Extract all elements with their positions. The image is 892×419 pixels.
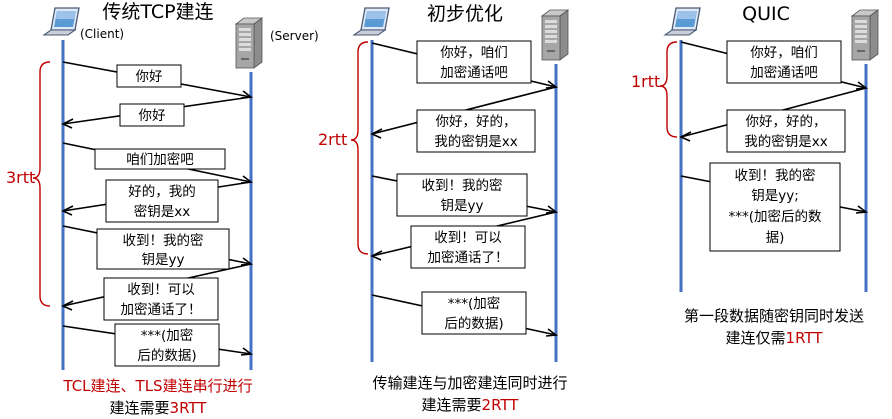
- server-tower-icon: [541, 9, 569, 61]
- panel-traditional-tcp: 传统TCP建连 (Client) (Server) 3rtt 你好 你好: [6, 1, 319, 417]
- laptop-icon: [43, 7, 80, 36]
- panel-title: 初步优化: [427, 3, 503, 25]
- laptop-icon: [353, 7, 390, 36]
- rtt-brace: [659, 41, 678, 138]
- rtt-brace: [32, 61, 51, 307]
- svg-text:加密通话了！: 加密通话了！: [121, 301, 202, 318]
- svg-text:***(加密: ***(加密: [448, 295, 501, 312]
- message-box: 你好: [119, 103, 185, 127]
- caption-line2: 建连需要3RTT: [110, 399, 208, 417]
- svg-text:你好: 你好: [136, 69, 163, 85]
- svg-text:你好，好的，: 你好，好的，: [746, 114, 827, 130]
- message-box: 你好，咱们 加密通话吧: [416, 40, 532, 84]
- svg-text:收到！我的密: 收到！我的密: [735, 167, 816, 184]
- panel-title: 传统TCP建连: [102, 1, 213, 23]
- message-box: 好的，我的 密钥是xx: [105, 179, 219, 223]
- svg-text:后的数据): 后的数据): [137, 348, 196, 364]
- message-box: 收到！我的密 钥是yy: [396, 173, 528, 217]
- caption-line1: 第一段数据随密钥同时发送: [684, 307, 864, 325]
- svg-text:钥是yy: 钥是yy: [142, 252, 185, 268]
- message-box: 你好，好的， 我的密钥是xx: [726, 109, 846, 153]
- message-box: 收到！我的密 钥是yy; ***(加密后的数 据): [709, 162, 841, 252]
- svg-text:收到！我的密: 收到！我的密: [422, 177, 503, 194]
- rtt-label: 2rtt: [318, 130, 347, 149]
- client-label: (Client): [80, 27, 124, 41]
- svg-text:收到！可以: 收到！可以: [434, 230, 502, 246]
- panel-title: QUIC: [742, 3, 790, 25]
- server-tower-icon: [851, 9, 879, 61]
- caption-line1: 传输建连与加密建连同时进行: [372, 374, 567, 392]
- svg-text:你好: 你好: [139, 108, 166, 124]
- svg-text:密钥是xx: 密钥是xx: [134, 203, 190, 220]
- svg-text:加密通话了！: 加密通话了！: [428, 249, 509, 266]
- svg-text:我的密钥是xx: 我的密钥是xx: [434, 133, 517, 150]
- svg-text:据): 据): [766, 230, 785, 246]
- svg-text:你好，好的，: 你好，好的，: [436, 114, 517, 130]
- panel-quic: QUIC 1rtt 你好，咱们 加密通话吧 你好，好的， 我的密钥是xx 收到！…: [631, 3, 879, 347]
- caption-line1: TCL建连、TLS建连串行进行: [62, 377, 252, 395]
- laptop-icon: [664, 7, 701, 36]
- message-box: 你好，咱们 加密通话吧: [726, 40, 842, 84]
- svg-text:我的密钥是xx: 我的密钥是xx: [744, 133, 827, 150]
- svg-text:你好，咱们: 你好，咱们: [750, 45, 818, 61]
- svg-text:***(加密: ***(加密: [141, 327, 194, 344]
- message-box: 收到！可以 加密通话了！: [410, 225, 526, 269]
- svg-text:咱们加密吧: 咱们加密吧: [126, 151, 194, 168]
- svg-text:钥是yy: 钥是yy: [441, 198, 484, 214]
- svg-text:后的数据): 后的数据): [444, 316, 503, 332]
- svg-text:加密通话吧: 加密通话吧: [440, 64, 508, 81]
- rtt-label: 3rtt: [6, 168, 35, 187]
- message-box: ***(加密 后的数据): [421, 291, 527, 335]
- caption-line2: 建连需要2RTT: [422, 396, 520, 414]
- svg-text:加密通话吧: 加密通话吧: [750, 64, 818, 81]
- caption-line2: 建连仅需1RTT: [726, 329, 824, 347]
- svg-text:你好，咱们: 你好，咱们: [440, 45, 508, 61]
- message-box: 收到！我的密 钥是yy: [96, 228, 230, 270]
- message-box: 你好: [116, 64, 182, 88]
- rtt-label: 1rtt: [631, 72, 660, 91]
- svg-text:***(加密后的数: ***(加密后的数: [728, 208, 822, 225]
- svg-text:好的，我的: 好的，我的: [128, 184, 196, 200]
- svg-text:收到！我的密: 收到！我的密: [123, 232, 204, 249]
- svg-text:收到！可以: 收到！可以: [127, 282, 195, 298]
- message-box: 咱们加密吧: [94, 148, 226, 170]
- rtt-brace: [350, 41, 369, 255]
- message-box: 收到！可以 加密通话了！: [103, 277, 219, 321]
- server-tower-icon: [235, 17, 263, 69]
- message-box: 你好，好的， 我的密钥是xx: [416, 109, 536, 153]
- message-box: ***(加密 后的数据): [114, 323, 220, 367]
- svg-text:钥是yy;: 钥是yy;: [751, 188, 799, 204]
- server-label: (Server): [270, 29, 319, 43]
- panel-initial-optimization: 初步优化 2rtt 你好，咱们 加密通话吧 你好，好的， 我的密钥是xx 收到！: [318, 3, 569, 414]
